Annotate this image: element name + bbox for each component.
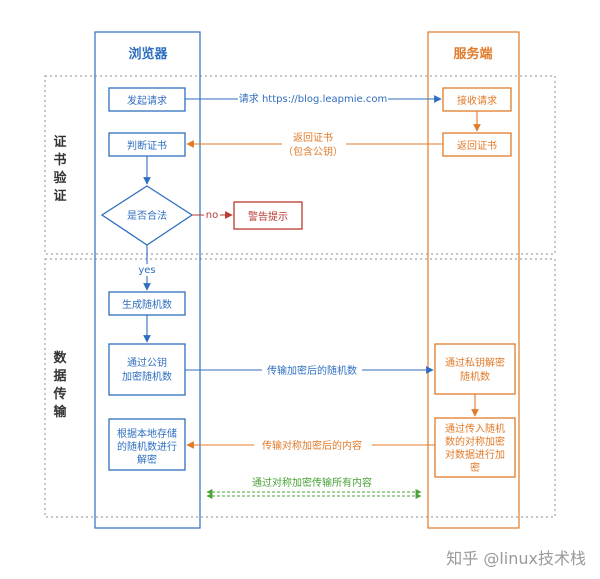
edge-label-return-cert-sub: （包含公钥） bbox=[283, 145, 343, 158]
lane-server bbox=[427, 31, 520, 529]
svg-text:接收请求: 接收请求 bbox=[457, 94, 497, 107]
svg-text:加密随机数: 加密随机数 bbox=[122, 370, 172, 383]
lane-browser bbox=[94, 31, 201, 529]
edge-label-transfer-random: 传输加密后的随机数 bbox=[267, 364, 357, 377]
svg-text:判断证书: 判断证书 bbox=[127, 139, 167, 152]
node-receive-request: 接收请求 bbox=[442, 87, 512, 112]
lane-title-browser: 浏览器 bbox=[128, 46, 168, 62]
edge-label-return-cert: 返回证书 bbox=[293, 132, 333, 144]
svg-text:是否合法: 是否合法 bbox=[127, 209, 167, 222]
svg-text:书: 书 bbox=[53, 152, 66, 168]
svg-text:证: 证 bbox=[53, 189, 66, 204]
node-encrypt-random: 通过公钥 加密随机数 bbox=[108, 343, 186, 396]
lane-title-server: 服务端 bbox=[453, 46, 492, 62]
node-decrypt-local: 根据本地存储 的随机数进行 解密 bbox=[108, 418, 186, 471]
svg-text:据: 据 bbox=[53, 368, 66, 384]
node-encrypt-data: 通过传入随机 数的对称加密 对数据进行加 密 bbox=[434, 417, 516, 478]
section-label-data: 数 据 传 输 bbox=[52, 350, 67, 420]
section-frame-cert bbox=[44, 75, 556, 255]
svg-text:输: 输 bbox=[53, 404, 67, 420]
svg-text:警告提示: 警告提示 bbox=[248, 210, 288, 223]
svg-text:解密: 解密 bbox=[137, 453, 157, 466]
svg-text:证: 证 bbox=[53, 135, 66, 150]
svg-text:的随机数进行: 的随机数进行 bbox=[117, 440, 177, 453]
edge-label-no: no bbox=[206, 210, 218, 221]
node-return-cert: 返回证书 bbox=[442, 132, 512, 157]
svg-text:根据本地存储: 根据本地存储 bbox=[117, 427, 177, 440]
svg-text:通过公钥: 通过公钥 bbox=[127, 356, 167, 369]
edge-label-yes: yes bbox=[138, 265, 155, 276]
section-frame-data bbox=[44, 258, 556, 518]
node-is-legal-decision: 是否合法 bbox=[100, 185, 194, 246]
svg-text:返回证书: 返回证书 bbox=[457, 140, 497, 152]
svg-text:密: 密 bbox=[470, 461, 480, 474]
svg-text:通过传入随机: 通过传入随机 bbox=[445, 422, 505, 435]
section-label-cert: 证 书 验 证 bbox=[53, 135, 67, 204]
node-gen-random: 生成随机数 bbox=[108, 291, 186, 316]
svg-text:发起请求: 发起请求 bbox=[127, 94, 167, 107]
svg-text:对数据进行加: 对数据进行加 bbox=[445, 448, 505, 461]
edge-label-request: 请求 https://blog.leapmie.com bbox=[239, 92, 387, 105]
svg-text:数的对称加密: 数的对称加密 bbox=[445, 435, 505, 448]
svg-text:生成随机数: 生成随机数 bbox=[122, 298, 172, 311]
edge-label-transfer-content: 传输对称加密后的内容 bbox=[262, 439, 362, 452]
svg-text:传: 传 bbox=[52, 386, 66, 402]
svg-text:通过私钥解密: 通过私钥解密 bbox=[445, 356, 505, 369]
edge-label-symmetric: 通过对称加密传输所有内容 bbox=[252, 476, 372, 489]
svg-text:随机数: 随机数 bbox=[460, 370, 490, 383]
node-initiate-request: 发起请求 bbox=[108, 87, 186, 112]
watermark: 知乎 @linux技术栈 bbox=[446, 549, 586, 568]
svg-text:数: 数 bbox=[53, 350, 67, 366]
node-decrypt-random: 通过私钥解密 随机数 bbox=[434, 343, 516, 395]
svg-text:验: 验 bbox=[53, 170, 67, 186]
node-judge-cert: 判断证书 bbox=[108, 132, 186, 157]
node-warning: 警告提示 bbox=[233, 201, 303, 230]
